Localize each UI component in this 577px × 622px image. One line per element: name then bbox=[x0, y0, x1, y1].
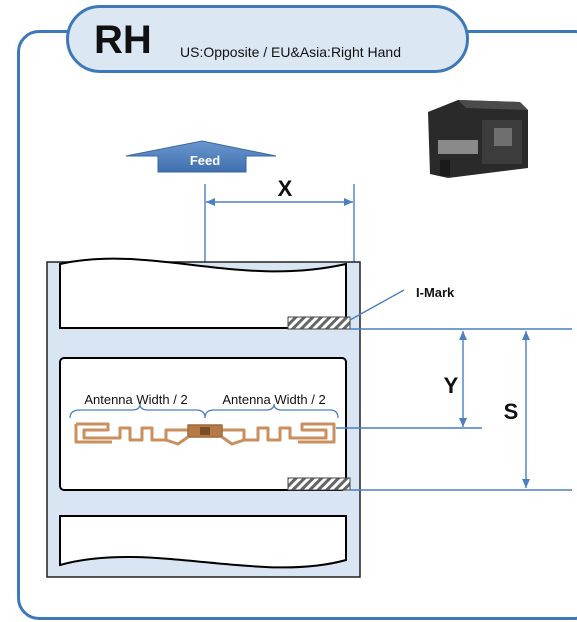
printer-image bbox=[418, 92, 554, 184]
s-dimension: S bbox=[504, 331, 530, 488]
y-label: Y bbox=[444, 373, 459, 398]
feed-label: Feed bbox=[190, 153, 220, 168]
antenna-brace-right bbox=[204, 403, 339, 419]
rfid-label bbox=[59, 357, 347, 491]
x-label: X bbox=[278, 176, 293, 201]
header-badge: RH bbox=[94, 18, 152, 62]
antenna-brace-left bbox=[69, 403, 206, 419]
rfid-antenna bbox=[74, 422, 336, 446]
i-mark-top bbox=[287, 316, 351, 330]
top-label bbox=[59, 257, 347, 329]
feed-arrow: Feed bbox=[125, 140, 277, 173]
header-tab: RH US:Opposite / EU&Asia:Right Hand bbox=[66, 5, 469, 73]
s-label: S bbox=[504, 399, 519, 424]
antenna-left-label: Antenna Width / 2 bbox=[84, 392, 187, 407]
i-mark-label: I-Mark bbox=[416, 285, 455, 300]
y-dimension: Y bbox=[444, 331, 467, 427]
header-subtitle: US:Opposite / EU&Asia:Right Hand bbox=[180, 44, 401, 60]
antenna-right-label: Antenna Width / 2 bbox=[222, 392, 325, 407]
bottom-label bbox=[59, 515, 347, 569]
i-mark-pointer bbox=[349, 289, 405, 321]
i-mark-bottom bbox=[287, 477, 351, 491]
